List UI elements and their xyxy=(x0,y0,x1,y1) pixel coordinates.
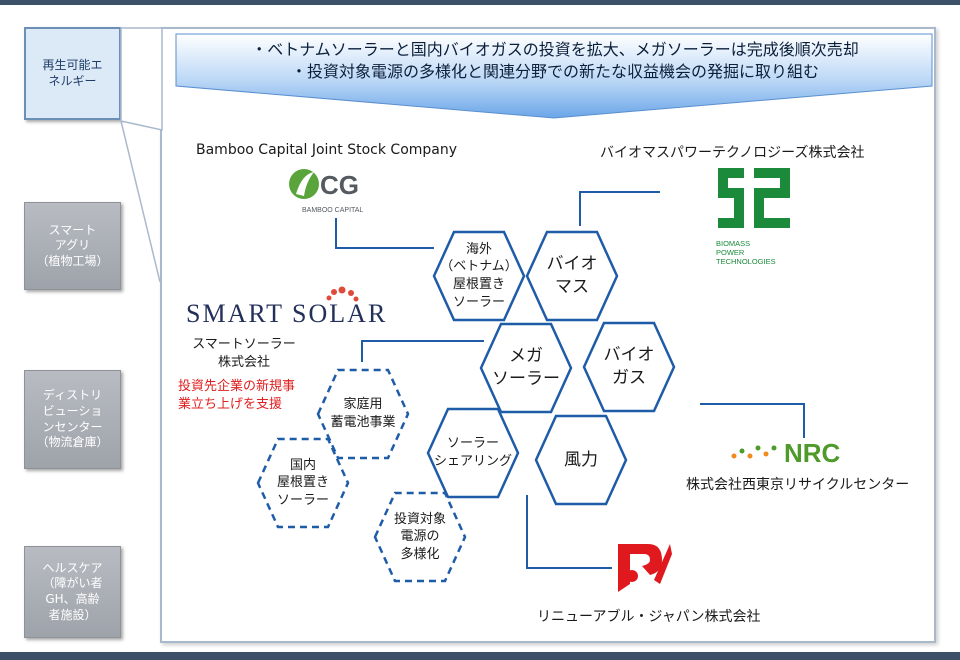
hex-biomass-label: バイオ マス xyxy=(546,254,598,297)
banner-line-1: ・ベトナムソーラーと国内バイオガスの投資を拡大、メガソーラーは完成後順次売却 xyxy=(251,40,859,60)
biomass-company-name: バイオマスパワーテクノロジーズ株式会社 xyxy=(600,145,865,161)
smart-solar-logo-text: SMART SOLAR xyxy=(186,299,387,328)
svg-text:TECHNOLOGIES: TECHNOLOGIES xyxy=(716,257,776,266)
svg-text:BIOMASS: BIOMASS xyxy=(716,239,750,248)
rj-mark-icon xyxy=(618,544,672,592)
hex-biogas-label: バイオ ガス xyxy=(603,345,655,388)
hex-battery-label: 家庭用 蓄電池事業 xyxy=(330,397,396,430)
top-bar xyxy=(0,0,960,5)
nrc-logo-text: NRC xyxy=(784,438,841,468)
smart-solar-name: スマートソーラー 株式会社 xyxy=(192,337,296,371)
svg-text:POWER: POWER xyxy=(716,248,745,257)
bamboo-capital-name: Bamboo Capital Joint Stock Company xyxy=(196,142,458,158)
renewable-japan-logo xyxy=(614,540,674,596)
bottom-bar xyxy=(0,652,960,660)
hex-overseas-label: 海外 （ベトナム） 屋根置き ソーラー xyxy=(440,241,518,310)
callout-line xyxy=(120,120,161,283)
tab-healthcare[interactable]: ヘルスケア （障がい者 GH、高齢 者施設） xyxy=(24,546,121,638)
banner-line-2: ・投資対象電源の多様化と関連分野での新たな収益機会の発掘に取り組む xyxy=(290,62,819,81)
hex-diversify-label: 投資対象 電源の 多様化 xyxy=(393,511,446,562)
support-note: 投資先企業の新規事 業立ち上げを支援 xyxy=(178,379,296,413)
tab-distribution-center[interactable]: ディストリ ビューショ ンセンター （物流倉庫） xyxy=(24,370,121,469)
smart-solar-logo: SMART SOLAR xyxy=(184,286,398,328)
bcg-logo-text: CG xyxy=(320,170,359,200)
hex-domestic-label: 国内 屋根置き ソーラー xyxy=(276,457,329,508)
renewable-japan-name: リニューアブル・ジャパン株式会社 xyxy=(537,609,761,625)
nrc-company-name: 株式会社西東京リサイクルセンター xyxy=(686,477,910,493)
hex-mega-label: メガ ソーラー xyxy=(492,346,560,389)
tab-renewable-energy[interactable]: 再生可能エ ネルギー xyxy=(24,27,121,120)
biomass-logo: BIOMASS POWER TECHNOLOGIES xyxy=(714,164,798,268)
bcg-logo: CG BAMBOO CAPITAL xyxy=(284,160,380,218)
biomass-mark-icon xyxy=(718,168,790,228)
tab-smart-agri[interactable]: スマート アグリ （植物工場） xyxy=(24,202,121,290)
bcg-logo-sub: BAMBOO CAPITAL xyxy=(302,207,363,214)
sun-dots-icon xyxy=(326,286,359,302)
callout-wedge xyxy=(120,27,163,131)
hex-sharing-label: ソーラー シェアリング xyxy=(433,436,512,469)
hex-wind-label: 風力 xyxy=(564,449,598,470)
nrc-logo: NRC xyxy=(730,434,880,468)
banner-message: ・ベトナムソーラーと国内バイオガスの投資を拡大、メガソーラーは完成後順次売却 ・… xyxy=(176,34,934,88)
nrc-dots-icon xyxy=(731,445,777,459)
